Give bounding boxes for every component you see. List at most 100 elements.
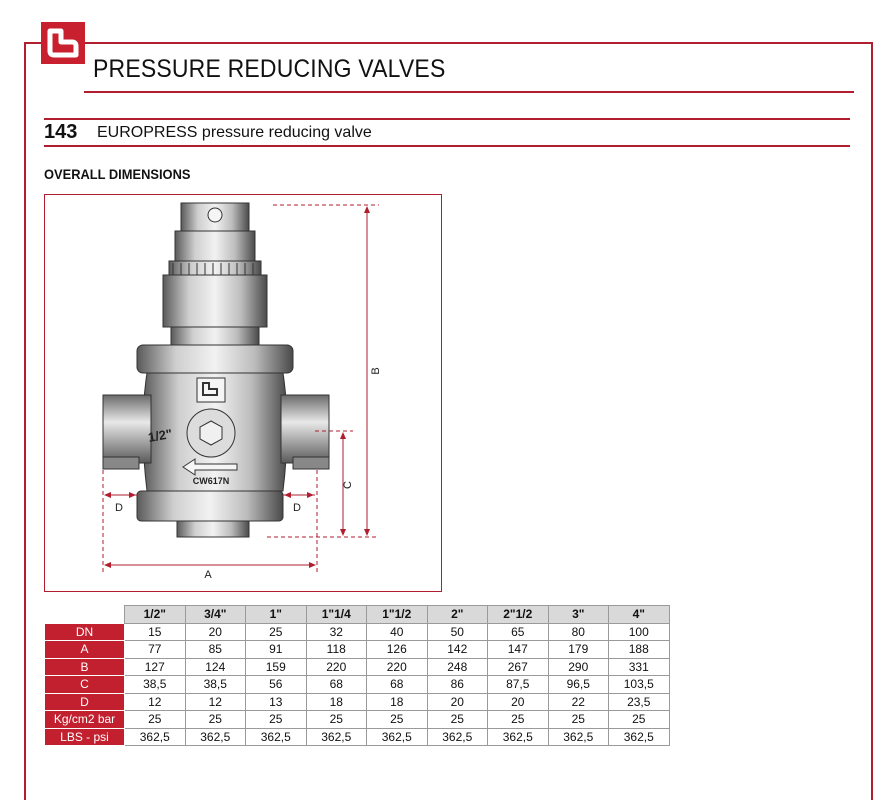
table-cell: 362,5 [184, 727, 246, 746]
table-cell: 103,5 [608, 675, 670, 694]
row-label: Kg/cm2 bar [44, 710, 125, 729]
dimension-label-a: A [204, 569, 212, 581]
table-header-row: 1/2" 3/4" 1" 1"1/4 1"1/2 2" 2"1/2 3" 4" [44, 605, 670, 624]
table-cell: 18 [305, 692, 367, 711]
table-cell: 56 [245, 675, 307, 694]
table-cell: 362,5 [305, 727, 367, 746]
valve-drawing: CW617N 1/2" [44, 194, 442, 592]
company-logo-icon [41, 22, 85, 64]
table-cell: 25 [245, 622, 307, 641]
table-cell: 25 [245, 710, 307, 729]
size-marking: 1/2" [147, 426, 173, 445]
dimension-label-b: B [370, 367, 382, 374]
row-label: D [44, 692, 125, 711]
product-rule-top [44, 118, 850, 120]
table-cell: 86 [426, 675, 488, 694]
table-cell: 13 [245, 692, 307, 711]
table-cell: 12 [124, 692, 186, 711]
table-cell: 38,5 [184, 675, 246, 694]
page-frame-left [24, 42, 26, 800]
table-cell: 40 [366, 622, 428, 641]
page-frame-right [871, 42, 873, 800]
row-label: DN [44, 622, 125, 641]
table-cell: 159 [245, 657, 307, 676]
table-cell: 65 [487, 622, 549, 641]
table-cell: 25 [305, 710, 367, 729]
page-title: PRESSURE REDUCING VALVES [93, 55, 446, 83]
page-frame-left-top [24, 42, 42, 44]
table-cell: 32 [305, 622, 367, 641]
table-cell: 100 [608, 622, 670, 641]
column-header: 3/4" [184, 605, 246, 624]
dimension-label-d-right: D [293, 502, 301, 514]
table-cell: 15 [124, 622, 186, 641]
dimension-arrows [104, 206, 370, 568]
table-cell: 248 [426, 657, 488, 676]
product-code: 143 [44, 121, 78, 143]
table-cell: 77 [124, 640, 186, 659]
table-cell: 124 [184, 657, 246, 676]
dimension-label-c: C [342, 481, 354, 489]
table-cell: 12 [184, 692, 246, 711]
row-label: B [44, 657, 125, 676]
table-cell: 25 [124, 710, 186, 729]
table-cell: 85 [184, 640, 246, 659]
table-cell: 68 [305, 675, 367, 694]
column-header: 1"1/2 [366, 605, 428, 624]
row-label: LBS - psi [44, 727, 125, 746]
row-label: A [44, 640, 125, 659]
table-cell: 87,5 [487, 675, 549, 694]
table-cell: 362,5 [547, 727, 609, 746]
table-cell: 38,5 [124, 675, 186, 694]
table-cell: 362,5 [366, 727, 428, 746]
column-header: 1" [245, 605, 307, 624]
table-cell: 23,5 [608, 692, 670, 711]
table-cell: 25 [487, 710, 549, 729]
dimensions-heading: OVERALL DIMENSIONS [44, 166, 191, 182]
valve-inlet-port: 1/2" [102, 394, 173, 470]
table-cell: 20 [426, 692, 488, 711]
table-cell: 147 [487, 640, 549, 659]
table-cell: 362,5 [426, 727, 488, 746]
table-cell: 220 [305, 657, 367, 676]
table-cell: 25 [184, 710, 246, 729]
product-rule-bottom [44, 145, 850, 147]
valve-body: CW617N [136, 344, 294, 538]
dimension-label-d-left: D [115, 502, 123, 514]
column-header: 2"1/2 [487, 605, 549, 624]
table-cell: 18 [366, 692, 428, 711]
table-cell: 25 [426, 710, 488, 729]
material-marking: CW617N [193, 476, 230, 486]
table-cell: 331 [608, 657, 670, 676]
table-cell: 220 [366, 657, 428, 676]
table-cell: 290 [547, 657, 609, 676]
table-cell: 127 [124, 657, 186, 676]
table-cell: 362,5 [608, 727, 670, 746]
title-rule [84, 91, 854, 93]
table-cell: 96,5 [547, 675, 609, 694]
table-cell: 22 [547, 692, 609, 711]
table-cell: 362,5 [124, 727, 186, 746]
table-cell: 50 [426, 622, 488, 641]
table-cell: 362,5 [487, 727, 549, 746]
table-cell: 20 [184, 622, 246, 641]
valve-outlet-port [280, 394, 330, 470]
table-cell: 25 [366, 710, 428, 729]
column-header: 1/2" [124, 605, 186, 624]
table-cell: 142 [426, 640, 488, 659]
table-cell: 188 [608, 640, 670, 659]
table-cell: 267 [487, 657, 549, 676]
table-cell: 25 [547, 710, 609, 729]
column-header: 4" [608, 605, 670, 624]
column-header: 3" [547, 605, 609, 624]
page-frame-top [84, 42, 871, 44]
table-cell: 179 [547, 640, 609, 659]
table-cell: 126 [366, 640, 428, 659]
